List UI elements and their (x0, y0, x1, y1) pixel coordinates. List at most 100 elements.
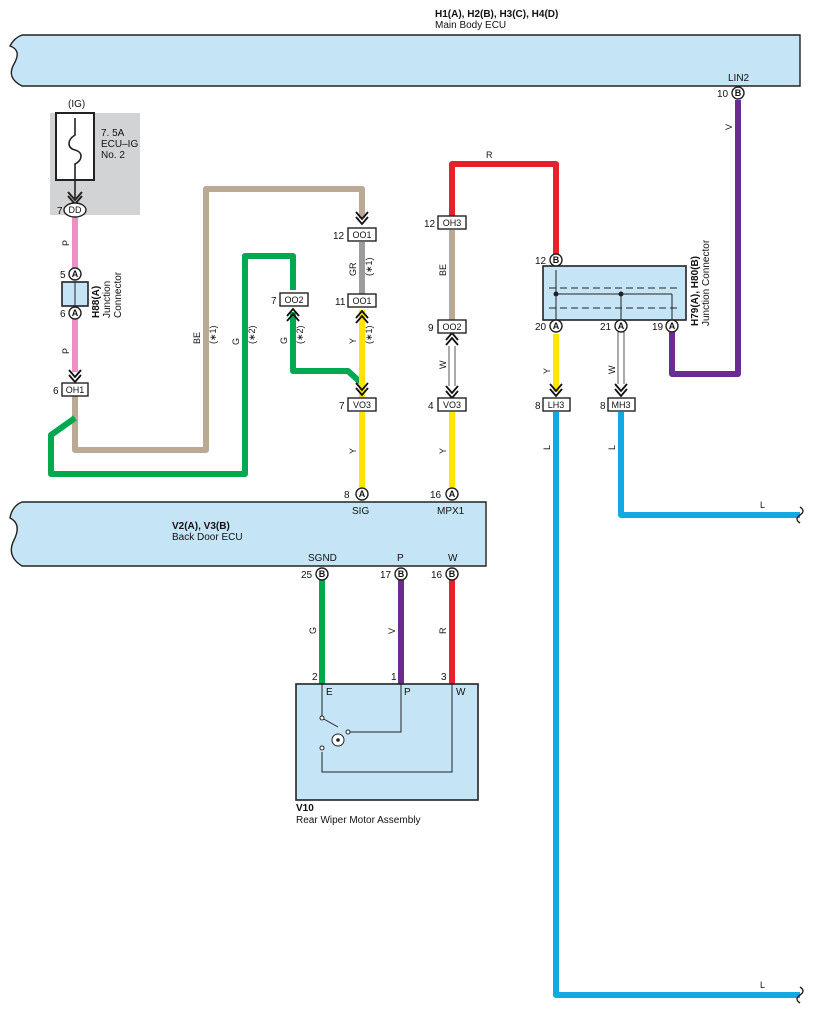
rear-wiper-motor: E P W V10 Rear Wiper Motor Assembly (295, 683, 479, 826)
svg-text:A: A (72, 308, 79, 318)
svg-text:MH3: MH3 (611, 400, 630, 410)
svg-text:Y: Y (348, 338, 358, 344)
svg-text:B: B (735, 88, 742, 98)
svg-text:A: A (618, 321, 625, 331)
terminal-w: B (445, 567, 459, 581)
svg-text:A: A (449, 489, 456, 499)
fuse-icon (68, 118, 82, 198)
h88-code: H88(A) (91, 286, 102, 318)
svg-text:VO3: VO3 (443, 400, 461, 410)
svg-text:12: 12 (333, 231, 345, 242)
h79-label: Junction Connector (701, 239, 712, 326)
svg-text:B: B (319, 569, 326, 579)
svg-text:(∗2): (∗2) (247, 325, 257, 344)
svg-text:L: L (760, 980, 765, 990)
svg-text:10: 10 (717, 89, 729, 100)
fuse-rating: 7. 5A (101, 128, 125, 139)
ig-label: (IG) (68, 99, 85, 110)
svg-text:V: V (724, 124, 734, 130)
main-ecu-connectors: H1(A), H2(B), H3(C), H4(D) (435, 9, 558, 20)
terminal-mpx1: A (445, 487, 459, 501)
svg-text:OO1: OO1 (352, 230, 371, 240)
svg-text:21: 21 (600, 322, 612, 333)
terminal-circles: B A A A A B A A A B B B (68, 86, 745, 581)
connector-boxes: DD OH1 OO1 OO1 OO2 VO3 OH3 OO2 VO3 LH3 M… (61, 202, 636, 412)
lin2-terminal-label: LIN2 (728, 73, 750, 84)
svg-text:1: 1 (391, 672, 397, 683)
sgnd-terminal-label: SGND (308, 553, 337, 564)
svg-text:11: 11 (335, 297, 346, 308)
terminal-sgnd: B (315, 567, 329, 581)
svg-text:A: A (359, 489, 366, 499)
wire-cyan-mh3 (618, 412, 800, 518)
svg-text:W: W (438, 360, 448, 369)
svg-text:(∗2): (∗2) (295, 325, 305, 344)
svg-text:B: B (449, 569, 456, 579)
svg-text:OO2: OO2 (442, 322, 461, 332)
connector-dd: DD (63, 202, 87, 218)
svg-text:B: B (553, 255, 560, 265)
terminal-h79-20: A (549, 319, 563, 333)
svg-text:B: B (398, 569, 405, 579)
h79-junction-connector: H79(A), H80(B) Junction Connector (542, 239, 712, 326)
wire-purple-lin2 (669, 100, 741, 377)
svg-text:Y: Y (438, 448, 448, 454)
svg-text:7: 7 (339, 401, 345, 412)
svg-text:7: 7 (271, 296, 277, 307)
main-ecu-name: Main Body ECU (435, 20, 506, 31)
motor-code: V10 (296, 803, 314, 814)
motor-term-w: W (456, 687, 466, 698)
svg-text:W: W (607, 365, 617, 374)
terminal-h80-12: B (549, 253, 563, 267)
w-terminal-label: W (448, 553, 458, 564)
svg-text:OO1: OO1 (352, 296, 371, 306)
svg-text:A: A (72, 269, 79, 279)
svg-text:8: 8 (344, 490, 350, 501)
svg-text:8: 8 (535, 401, 541, 412)
h79-code: H79(A), H80(B) (690, 256, 701, 326)
wire-cyan-lh3 (553, 412, 800, 998)
connector-vo3-right: VO3 (437, 397, 467, 412)
svg-text:OH1: OH1 (66, 385, 85, 395)
svg-text:LH3: LH3 (548, 400, 565, 410)
main-body-ecu: H1(A), H2(B), H3(C), H4(D) Main Body ECU… (9, 9, 801, 87)
svg-text:7: 7 (57, 206, 63, 217)
svg-text:3: 3 (441, 672, 447, 683)
svg-text:17: 17 (380, 570, 392, 581)
svg-text:6: 6 (53, 386, 59, 397)
terminal-h88-6: A (68, 306, 82, 320)
svg-text:25: 25 (301, 570, 313, 581)
svg-text:A: A (553, 321, 560, 331)
terminal-lin2: B (731, 86, 745, 100)
white-wires (448, 332, 625, 386)
wire-green-loop (48, 253, 296, 477)
fuse-name: ECU–IG (101, 139, 138, 150)
connector-oo1-lower: OO1 (347, 293, 377, 308)
svg-text:6: 6 (60, 309, 66, 320)
svg-text:DD: DD (69, 205, 82, 215)
svg-text:V: V (387, 628, 397, 634)
svg-text:19: 19 (652, 322, 664, 333)
connector-mh3: MH3 (607, 397, 636, 412)
mpx1-terminal-label: MPX1 (437, 506, 465, 517)
wire-notes: (∗1) (∗2) (∗2) (∗1) (∗1) (208, 257, 374, 344)
connector-oh3: OH3 (437, 215, 467, 230)
svg-text:8: 8 (600, 401, 606, 412)
h88-junction-connector: H88(A) Junction Connector (61, 271, 124, 318)
back-door-ecu: V2(A), V3(B) Back Door ECU SIG MPX1 SGND… (9, 501, 487, 567)
svg-text:A: A (669, 321, 676, 331)
h88-label-2: Connector (113, 271, 124, 318)
terminal-sig: A (355, 487, 369, 501)
svg-text:12: 12 (535, 256, 547, 267)
terminal-p: B (394, 567, 408, 581)
svg-text:OH3: OH3 (443, 218, 462, 228)
svg-text:(∗1): (∗1) (364, 257, 374, 276)
pin-numbers: 10 7 5 6 6 12 11 7 7 8 12 9 4 16 12 20 2… (53, 89, 729, 683)
sig-terminal-label: SIG (352, 506, 369, 517)
h88-label-1: Junction (102, 281, 113, 318)
svg-text:BE: BE (192, 332, 202, 344)
svg-text:P: P (61, 348, 71, 354)
svg-text:L: L (760, 500, 765, 510)
connector-vo3-left: VO3 (347, 397, 377, 412)
